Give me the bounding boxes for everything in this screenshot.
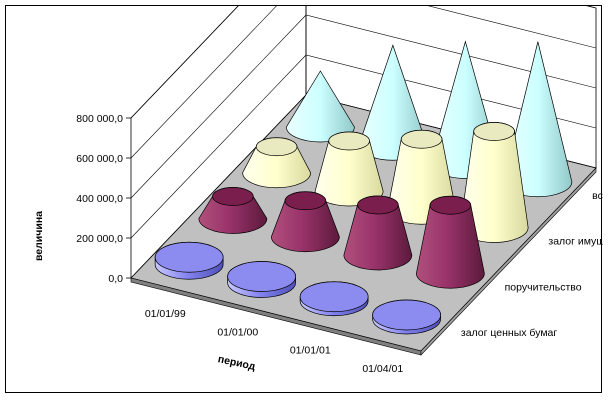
series-label: всего обеспечения (592, 190, 603, 202)
mark-top (357, 195, 399, 215)
y-axis-ticks: 0,0 200 000,0 400 000,0 600 000,0 800 000,0 (76, 113, 131, 285)
gridline (130, 14, 597, 199)
frustum-mark (271, 191, 340, 253)
cylinder-mark (299, 281, 369, 317)
series-label: поручительство (505, 281, 582, 293)
frustum-mark (459, 122, 529, 243)
mark-body (286, 70, 355, 143)
gridline (130, 6, 597, 159)
category-labels: 01/01/99 01/01/00 01/01/01 01/04/01 (145, 308, 404, 375)
mark-top (400, 129, 443, 149)
cylinder-mark (154, 241, 224, 280)
series-label: залог имущества (548, 236, 603, 248)
frustum-mark (343, 195, 413, 271)
floor-edge (420, 167, 597, 356)
category-label: 01/01/01 (290, 345, 331, 357)
y-tick-label: 200 000,0 (76, 233, 123, 245)
frustum-mark (416, 195, 485, 289)
y-tick-label: 0,0 (108, 273, 123, 285)
mark-top (429, 195, 472, 215)
cylinder-mark (372, 299, 441, 335)
mark-top (255, 137, 298, 157)
mark-top (328, 131, 370, 151)
mark-top (212, 187, 254, 206)
mark-top (299, 281, 369, 313)
mark-top (372, 299, 441, 331)
category-label: 01/04/01 (362, 363, 403, 375)
y-axis-title: величина (33, 211, 45, 261)
cylinder-mark (227, 261, 296, 298)
y-tick-label: 400 000,0 (76, 193, 123, 205)
series-labels: залог ценных бумаг поручительство залог им… (461, 190, 603, 339)
frustum-mark (198, 187, 268, 234)
mark-top (154, 241, 224, 273)
gridline (130, 6, 597, 119)
x-axis-title: период (217, 353, 257, 373)
y-tick-label: 600 000,0 (76, 153, 123, 165)
category-label: 01/01/99 (145, 308, 186, 320)
y-tick-label: 800 000,0 (76, 113, 123, 125)
mark-top (284, 191, 327, 211)
series-label: залог ценных бумаг (461, 327, 558, 339)
category-label: 01/01/00 (217, 326, 258, 338)
chart-marks (154, 40, 573, 335)
gridline (130, 54, 597, 239)
cone-mark (286, 70, 355, 143)
mark-top (473, 122, 515, 141)
frustum-mark (242, 137, 311, 189)
frustum-mark (314, 131, 384, 207)
mark-top (227, 261, 296, 292)
